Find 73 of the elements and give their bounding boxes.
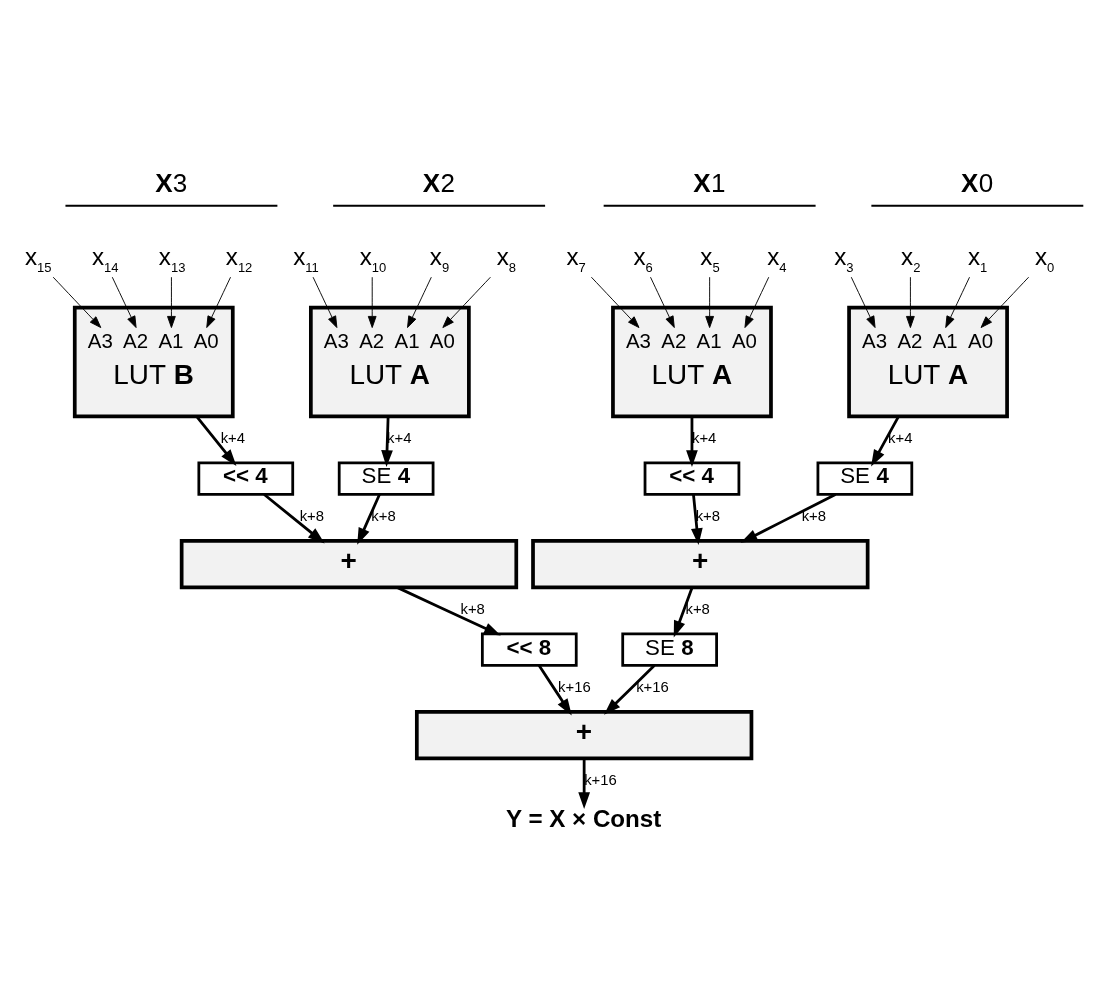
- arrow: [195, 415, 237, 466]
- arrow: [52, 276, 102, 328]
- edge-label: k+16: [558, 678, 591, 695]
- node-text: x$_{6}$: [633, 242, 653, 275]
- node-box: SE 4: [337, 460, 435, 496]
- node-box: << 8: [480, 631, 578, 667]
- node-text: x$_{7}$: [566, 242, 586, 275]
- edge-label: k+8: [801, 507, 827, 524]
- edge-label: k+16: [636, 678, 669, 695]
- arrow: [537, 664, 572, 715]
- node-text: x$_{8}$: [496, 242, 517, 275]
- edge-label: k+8: [685, 600, 710, 617]
- node-text: x$_{10}$: [359, 242, 387, 275]
- arrow: [686, 416, 698, 467]
- node-box: A3 A2 A1 A0 LUT A: [847, 305, 1009, 418]
- arrow: [578, 757, 590, 809]
- arrow: [263, 492, 325, 543]
- arrow: [906, 276, 915, 328]
- label: X3: [155, 167, 188, 198]
- arrow: [871, 415, 900, 466]
- arrow: [367, 276, 377, 328]
- arrow: [381, 416, 393, 467]
- arrow: [604, 664, 656, 715]
- node-text: x$_{13}$: [158, 242, 186, 275]
- arrow: [740, 492, 837, 543]
- label: X2: [422, 167, 455, 198]
- arrow: [673, 586, 694, 638]
- node-text: x$_{11}$: [293, 242, 319, 275]
- node-text: x$_{5}$: [700, 242, 720, 275]
- node-text: x$_{15}$: [25, 242, 52, 275]
- label: X0: [961, 167, 994, 198]
- node-box: A3 A2 A1 A0 LUT B: [72, 305, 235, 418]
- arrow: [206, 276, 231, 328]
- arrow: [442, 276, 491, 328]
- node-box: SE 4: [816, 460, 914, 496]
- node-box: SE 8: [621, 631, 718, 667]
- node-box: +: [531, 538, 870, 589]
- node-box: +: [414, 709, 754, 760]
- label: X1: [693, 167, 726, 198]
- node-text: Y = X × Const: [506, 804, 662, 832]
- edge-label: k+4: [888, 429, 913, 446]
- node-text: x$_{0}$: [1034, 242, 1055, 275]
- arrow: [111, 276, 137, 328]
- arrow: [744, 276, 770, 328]
- arrow: [312, 276, 338, 328]
- node-text: x$_{9}$: [429, 242, 450, 275]
- node-box: A3 A2 A1 A0 LUT A: [309, 305, 471, 418]
- node-box: << 4: [643, 460, 741, 496]
- node-text: x$_{2}$: [901, 242, 921, 275]
- node-text: x$_{4}$: [767, 242, 787, 275]
- edge-label: k+4: [691, 429, 717, 446]
- arrow: [650, 276, 675, 328]
- arrow: [980, 276, 1030, 328]
- node-box: << 4: [197, 460, 295, 496]
- arrow: [167, 276, 176, 328]
- edge-label: k+8: [460, 600, 485, 617]
- node-box: +: [179, 538, 519, 589]
- arrow: [590, 276, 640, 328]
- edge-label: k+8: [371, 507, 396, 524]
- arrow: [357, 493, 381, 545]
- arrow: [850, 276, 876, 328]
- arrow: [407, 276, 432, 328]
- node-text: x$_{3}$: [834, 242, 854, 275]
- edge-label: k+4: [220, 429, 246, 446]
- arrow: [691, 493, 703, 545]
- node-text: x$_{12}$: [225, 242, 253, 275]
- edge-label: k+8: [299, 507, 325, 524]
- node-text: x$_{1}$: [968, 242, 988, 275]
- arrow: [945, 276, 970, 328]
- edge-label: k+16: [584, 771, 617, 788]
- arrow: [705, 276, 714, 328]
- node-box: A3 A2 A1 A0 LUT A: [611, 305, 773, 418]
- node-text: x$_{14}$: [91, 242, 119, 275]
